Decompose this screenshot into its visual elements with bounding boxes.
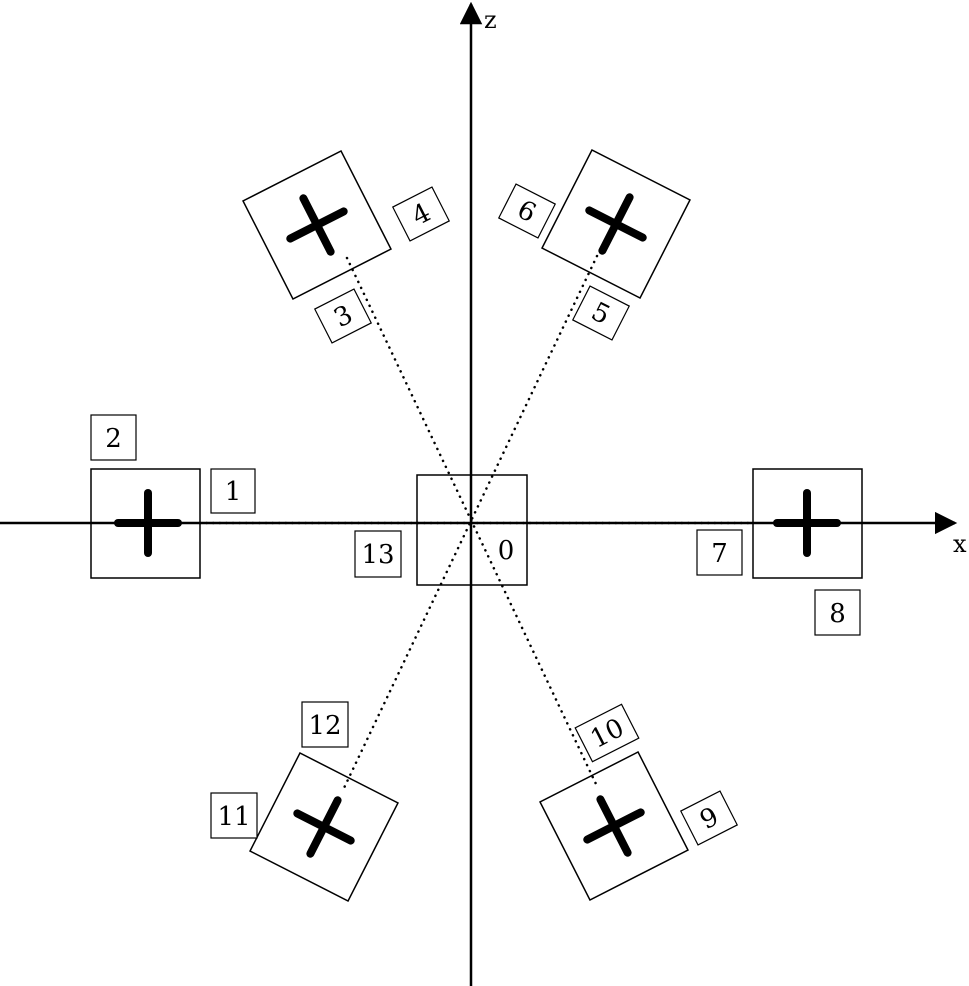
label-0: 0 [498,536,515,566]
cross-marker [596,795,632,857]
label-7-text: 7 [711,539,728,569]
detector-lower-left [249,752,399,902]
detector-lower-right [539,751,689,901]
label-1-text: 1 [225,477,242,507]
cross-marker [306,796,342,858]
detector-upper-right [541,149,691,299]
label-0-text: 0 [498,536,515,566]
label-2-text: 2 [105,424,122,454]
label-6: 6 [497,183,557,239]
label-13: 13 [354,530,402,578]
label-7: 7 [696,529,743,576]
label-1: 1 [210,468,256,514]
label-5: 5 [571,285,631,341]
detector-right [752,468,863,579]
label-2: 2 [90,414,137,461]
label-4: 4 [391,186,451,242]
detector-upper-left [242,150,392,300]
label-12: 12 [301,701,349,748]
x-axis-label: x [953,530,967,558]
label-11-text: 11 [217,802,250,832]
label-12-text: 12 [308,711,341,741]
detector-left [90,468,201,579]
label-8-text: 8 [829,599,846,629]
label-10: 10 [574,703,640,763]
label-11: 11 [210,792,258,839]
sight-line-diagonal-b [342,254,599,790]
label-3: 3 [313,288,373,344]
label-8: 8 [814,589,861,636]
label-13-text: 13 [361,540,394,570]
z-axis-label: z [484,6,497,34]
center-box [416,474,528,586]
cross-marker [598,193,634,255]
label-9: 9 [679,790,739,846]
cross-marker [299,194,335,256]
